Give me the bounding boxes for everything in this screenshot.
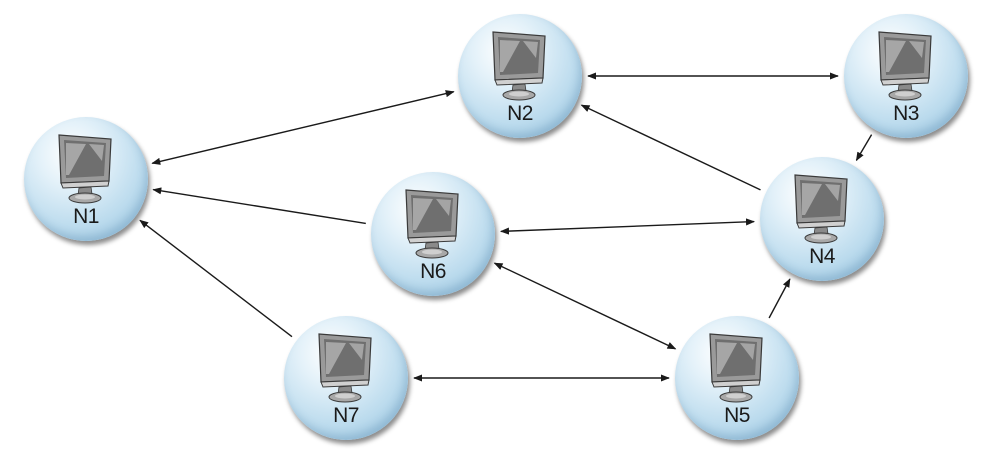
computer-monitor-icon [709, 333, 763, 403]
computer-monitor-icon [794, 174, 848, 244]
edge-n3-n4 [855, 134, 873, 162]
edge-n6-n1 [152, 187, 366, 225]
node-n3: N3 [844, 14, 968, 138]
node-n4: N4 [760, 157, 884, 281]
node-n1: N1 [24, 117, 148, 241]
node-n5: N5 [675, 316, 799, 440]
edge-n5-n4 [768, 278, 791, 319]
computer-monitor-icon [878, 31, 932, 101]
edges [139, 72, 873, 382]
node-label: N4 [809, 245, 835, 268]
edge-n1-n2 [151, 90, 455, 165]
edge-n6-n5 [493, 262, 677, 350]
node-label: N6 [420, 260, 446, 283]
computer-monitor-icon [318, 333, 372, 403]
computer-monitor-icon [405, 189, 459, 259]
edge-n6-n4 [500, 218, 755, 235]
node-label: N3 [893, 102, 919, 125]
edge-n4-n2 [580, 104, 761, 191]
node-label: N5 [724, 404, 750, 427]
node-label: N1 [73, 205, 99, 228]
edge-n7-n1 [139, 219, 293, 338]
node-n2: N2 [458, 14, 582, 138]
node-n7: N7 [284, 316, 408, 440]
node-label: N2 [507, 102, 533, 125]
computer-monitor-icon [492, 31, 546, 101]
node-label: N7 [333, 404, 359, 427]
computer-monitor-icon [58, 134, 112, 204]
node-n6: N6 [371, 172, 495, 296]
